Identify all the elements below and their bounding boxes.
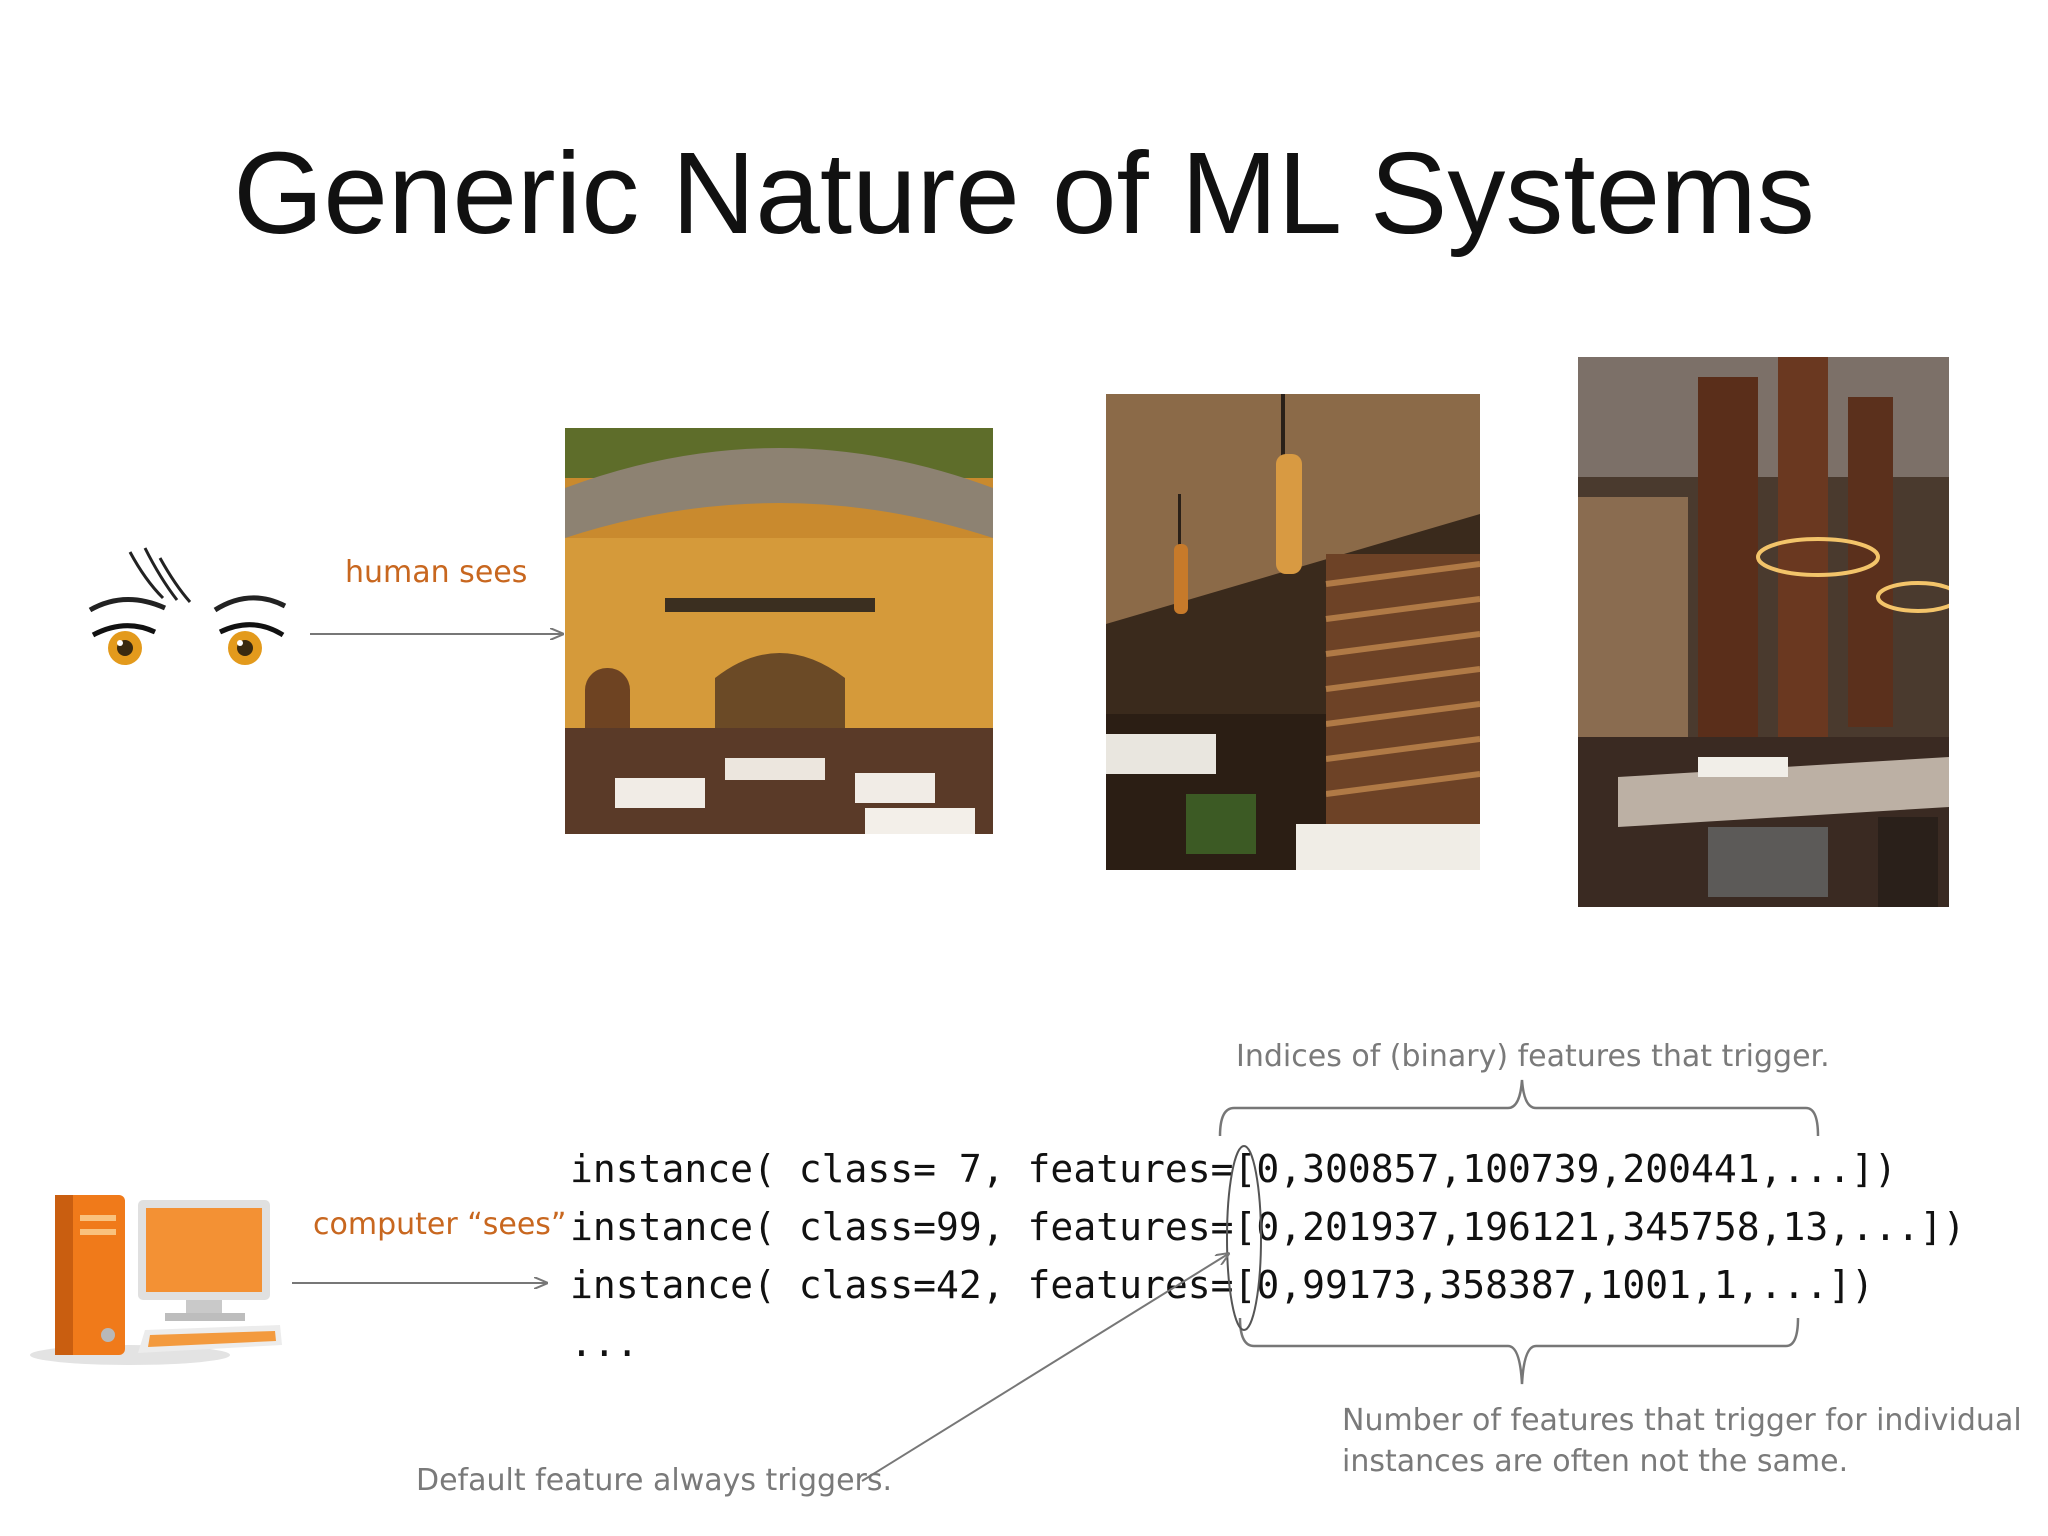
top-brace xyxy=(1218,1079,1820,1137)
number-features-annotation: Number of features that trigger for indi… xyxy=(1342,1400,2022,1482)
code-ellipsis: ... xyxy=(570,1321,639,1365)
indices-annotation: Indices of (binary) features that trigge… xyxy=(1236,1039,1830,1074)
restaurant-photo-bar xyxy=(1578,357,1949,907)
code-line: instance( class=99, features=[0,201937,1… xyxy=(570,1205,1966,1249)
bottom-brace xyxy=(1238,1317,1800,1385)
computer-icon xyxy=(20,1185,288,1370)
slide-title: Generic Nature of ML Systems xyxy=(233,128,1815,258)
default-feature-annotation: Default feature always triggers. xyxy=(416,1463,893,1498)
code-line: instance( class=42, features=[0,99173,35… xyxy=(570,1263,1875,1307)
restaurant-photo-lanterns xyxy=(1106,394,1480,870)
eyes-icon xyxy=(85,540,295,680)
default-feature-arrow xyxy=(861,1254,1228,1482)
code-line: instance( class= 7, features=[0,300857,1… xyxy=(570,1147,1897,1191)
number-features-line-2: instances are often not the same. xyxy=(1342,1444,1849,1479)
computer-sees-label: computer “sees” xyxy=(313,1207,567,1242)
restaurant-photo-courtyard xyxy=(565,428,993,834)
default-feature-ellipse xyxy=(1226,1145,1262,1331)
number-features-line-1: Number of features that trigger for indi… xyxy=(1342,1403,2022,1438)
human-sees-label: human sees xyxy=(345,555,528,590)
